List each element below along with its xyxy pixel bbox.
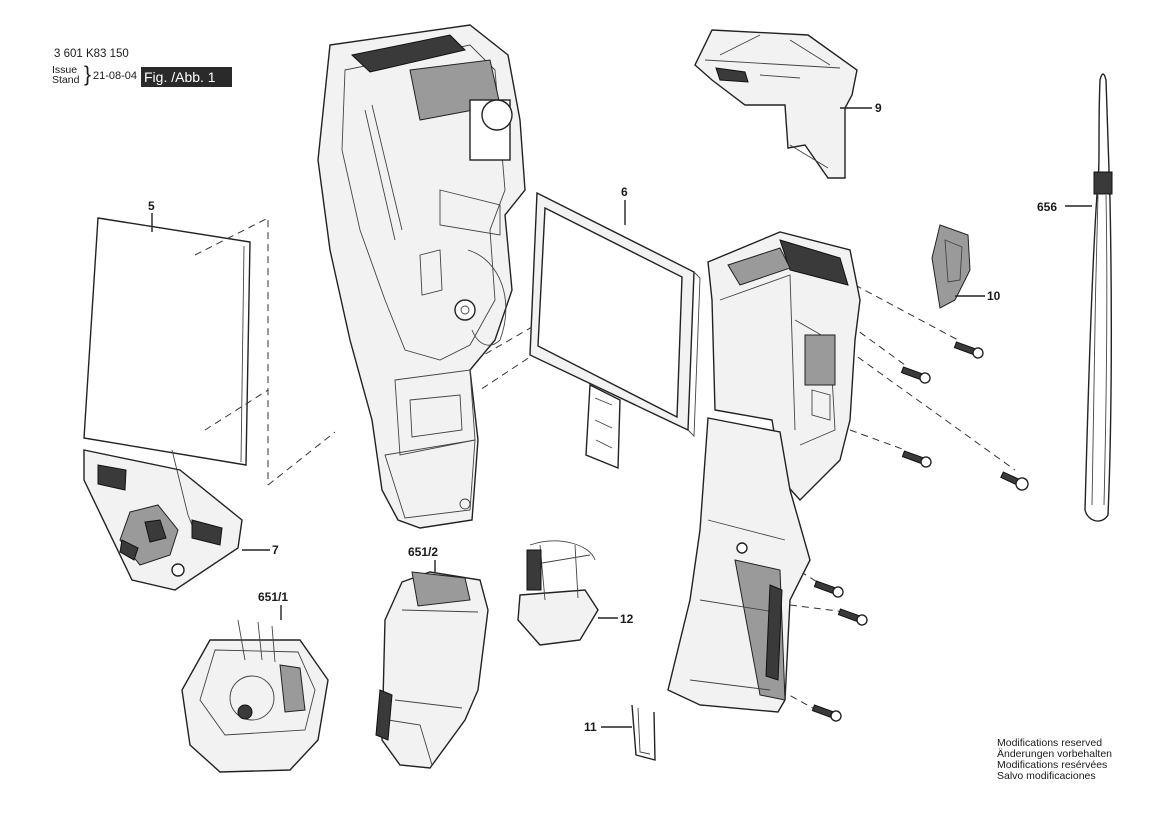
label-part-11: 11 xyxy=(584,720,597,734)
label-part-651-2: 651/2 xyxy=(408,545,438,559)
issue-date: 21-08-04 xyxy=(93,70,138,82)
brace-glyph: } xyxy=(84,63,92,86)
part-651-1-battery-holder xyxy=(181,619,329,773)
notice-en: Modifications reserved xyxy=(997,737,1103,749)
part-656-strap xyxy=(1084,73,1113,522)
notice-de: Änderungen vorbehalten xyxy=(997,748,1113,760)
front-housing xyxy=(317,24,526,529)
part-11-clip-spring xyxy=(631,704,656,761)
leader-lines xyxy=(151,107,1092,728)
assembly-dashes-left xyxy=(194,217,336,486)
label-part-6: 6 xyxy=(621,185,628,199)
label-part-10: 10 xyxy=(987,289,1001,303)
notice-fr: Modifications resérvées xyxy=(997,759,1108,771)
drawing-number: 3 601 K83 150 xyxy=(54,48,129,60)
part-9-clip xyxy=(694,29,858,179)
label-part-5: 5 xyxy=(148,199,155,213)
part-7-keypad xyxy=(83,449,243,591)
part-12-contact-holder xyxy=(517,540,599,646)
rear-handle xyxy=(667,417,811,713)
part-5-display-window xyxy=(83,217,251,466)
label-part-9: 9 xyxy=(875,101,882,115)
rear-housing xyxy=(707,231,861,502)
label-part-12: 12 xyxy=(620,612,634,626)
part-6-lcd-module xyxy=(529,191,701,470)
issue-stand-labels: Issue Stand xyxy=(52,64,80,86)
issue-label: Issue xyxy=(52,64,78,76)
notice-es: Salvo modificaciones xyxy=(997,770,1096,782)
screws xyxy=(811,341,1029,722)
stand-label: Stand xyxy=(52,74,80,86)
part-10-cover xyxy=(931,224,971,309)
modifications-notice: Modifications reserved Änderungen vorbeh… xyxy=(997,738,1112,782)
assembly-dashes-right xyxy=(847,284,1016,471)
figure-label: Fig. /Abb. 1 xyxy=(141,67,232,87)
label-part-656: 656 xyxy=(1037,200,1057,214)
label-part-7: 7 xyxy=(272,543,279,557)
label-part-651-1: 651/1 xyxy=(258,590,288,604)
part-651-2-battery-pack xyxy=(375,571,489,769)
